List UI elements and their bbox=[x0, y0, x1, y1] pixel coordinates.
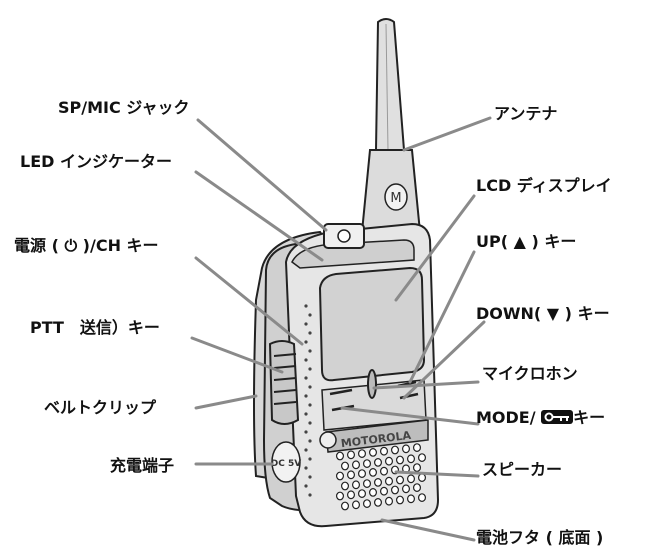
label-charge-terminal: 充電端子 bbox=[110, 456, 174, 476]
speaker-hole bbox=[353, 461, 360, 469]
label-lcd-display: LCD ディスプレイ bbox=[476, 176, 612, 196]
grip-dot bbox=[304, 376, 307, 379]
speaker-hole bbox=[348, 491, 355, 499]
grip-dot bbox=[308, 475, 311, 478]
speaker-hole bbox=[386, 457, 393, 465]
grip-dot bbox=[308, 493, 311, 496]
grip-dot bbox=[304, 358, 307, 361]
grip-dot bbox=[308, 385, 311, 388]
leader-sp-mic-jack bbox=[198, 120, 326, 230]
charge-port-text: DC 5V bbox=[271, 459, 301, 469]
grip-dot bbox=[308, 439, 311, 442]
label-battery-cover: 電池フタ ( 底面 ) bbox=[476, 528, 603, 548]
leader-led-indicator bbox=[196, 172, 322, 260]
label-belt-clip: ベルトクリップ bbox=[44, 398, 156, 418]
grip-dot bbox=[304, 448, 307, 451]
speaker-hole bbox=[381, 487, 388, 495]
sp-mic-jack-shape bbox=[324, 224, 364, 248]
speaker-hole bbox=[392, 446, 399, 454]
grip-dot bbox=[308, 331, 311, 334]
speaker-hole bbox=[375, 499, 382, 507]
speaker-hole bbox=[414, 444, 421, 452]
grip-dot bbox=[308, 403, 311, 406]
speaker-hole bbox=[337, 472, 344, 480]
speaker-hole bbox=[381, 467, 388, 475]
label-speaker: スピーカー bbox=[482, 460, 562, 480]
grip-dot bbox=[308, 349, 311, 352]
speaker-hole bbox=[359, 470, 366, 478]
key-icon bbox=[541, 409, 573, 425]
label-power-ch-key: 電源 ( ⏻ )/CH キー bbox=[14, 236, 159, 256]
speaker-hole bbox=[386, 497, 393, 505]
grip-dot bbox=[304, 412, 307, 415]
speaker-hole bbox=[403, 485, 410, 493]
speaker-hole bbox=[414, 484, 421, 492]
walkie-talkie-drawing: M MOTOROLA DC 5V bbox=[254, 19, 438, 526]
label-antenna: アンテナ bbox=[494, 104, 557, 124]
grip-dot bbox=[304, 340, 307, 343]
speaker-hole bbox=[375, 479, 382, 487]
speaker-hole bbox=[359, 450, 366, 458]
speaker-hole bbox=[342, 462, 349, 470]
label-down-key: DOWN( ▼ ) キー bbox=[476, 304, 610, 324]
label-ptt-key: PTT 送信）キー bbox=[30, 318, 160, 338]
speaker-hole bbox=[353, 501, 360, 509]
label-up-key: UP( ▲ ) キー bbox=[476, 232, 576, 252]
speaker-button bbox=[320, 432, 336, 448]
speaker-hole bbox=[348, 451, 355, 459]
grip-dot bbox=[304, 394, 307, 397]
speaker-hole bbox=[364, 460, 371, 468]
microphone-hole bbox=[368, 370, 376, 398]
speaker-hole bbox=[386, 477, 393, 485]
speaker-hole bbox=[419, 474, 426, 482]
speaker-hole bbox=[408, 455, 415, 463]
speaker-hole bbox=[337, 452, 344, 460]
speaker-hole bbox=[419, 494, 426, 502]
speaker-hole bbox=[392, 486, 399, 494]
grip-dot bbox=[308, 367, 311, 370]
svg-text:M: M bbox=[390, 191, 401, 206]
speaker-hole bbox=[353, 481, 360, 489]
mode-key-suffix: キー bbox=[573, 408, 605, 427]
speaker-hole bbox=[403, 445, 410, 453]
speaker-hole bbox=[375, 459, 382, 467]
mode-key-text: MODE/ bbox=[476, 408, 541, 427]
leader-antenna bbox=[404, 118, 490, 150]
speaker-hole bbox=[364, 480, 371, 488]
speaker-hole bbox=[408, 475, 415, 483]
speaker-hole bbox=[359, 490, 366, 498]
label-sp-mic-jack: SP/MIC ジャック bbox=[58, 98, 189, 118]
label-mode-key: MODE/ キー bbox=[476, 408, 605, 428]
speaker-hole bbox=[348, 471, 355, 479]
speaker-hole bbox=[370, 489, 377, 497]
speaker-hole bbox=[342, 482, 349, 490]
grip-dot bbox=[304, 304, 307, 307]
grip-dot bbox=[308, 457, 311, 460]
speaker-hole bbox=[419, 454, 426, 462]
speaker-hole bbox=[397, 496, 404, 504]
leader-battery-cover bbox=[382, 520, 474, 540]
speaker-hole bbox=[397, 456, 404, 464]
speaker-hole bbox=[370, 449, 377, 457]
speaker-hole bbox=[337, 492, 344, 500]
speaker-hole bbox=[342, 502, 349, 510]
grip-dot bbox=[304, 466, 307, 469]
grip-dot bbox=[304, 322, 307, 325]
speaker-hole bbox=[414, 464, 421, 472]
speaker-hole bbox=[397, 476, 404, 484]
leader-belt-clip bbox=[196, 396, 256, 408]
grip-dot bbox=[308, 421, 311, 424]
grip-dot bbox=[304, 430, 307, 433]
speaker-hole bbox=[408, 495, 415, 503]
grip-dot bbox=[304, 484, 307, 487]
speaker-hole bbox=[381, 447, 388, 455]
label-led-indicator: LED インジケーター bbox=[20, 152, 172, 172]
label-microphone: マイクロホン bbox=[482, 364, 578, 384]
antenna-shape: M bbox=[362, 19, 420, 232]
speaker-hole bbox=[364, 500, 371, 508]
grip-dot bbox=[308, 313, 311, 316]
speaker-hole bbox=[370, 469, 377, 477]
